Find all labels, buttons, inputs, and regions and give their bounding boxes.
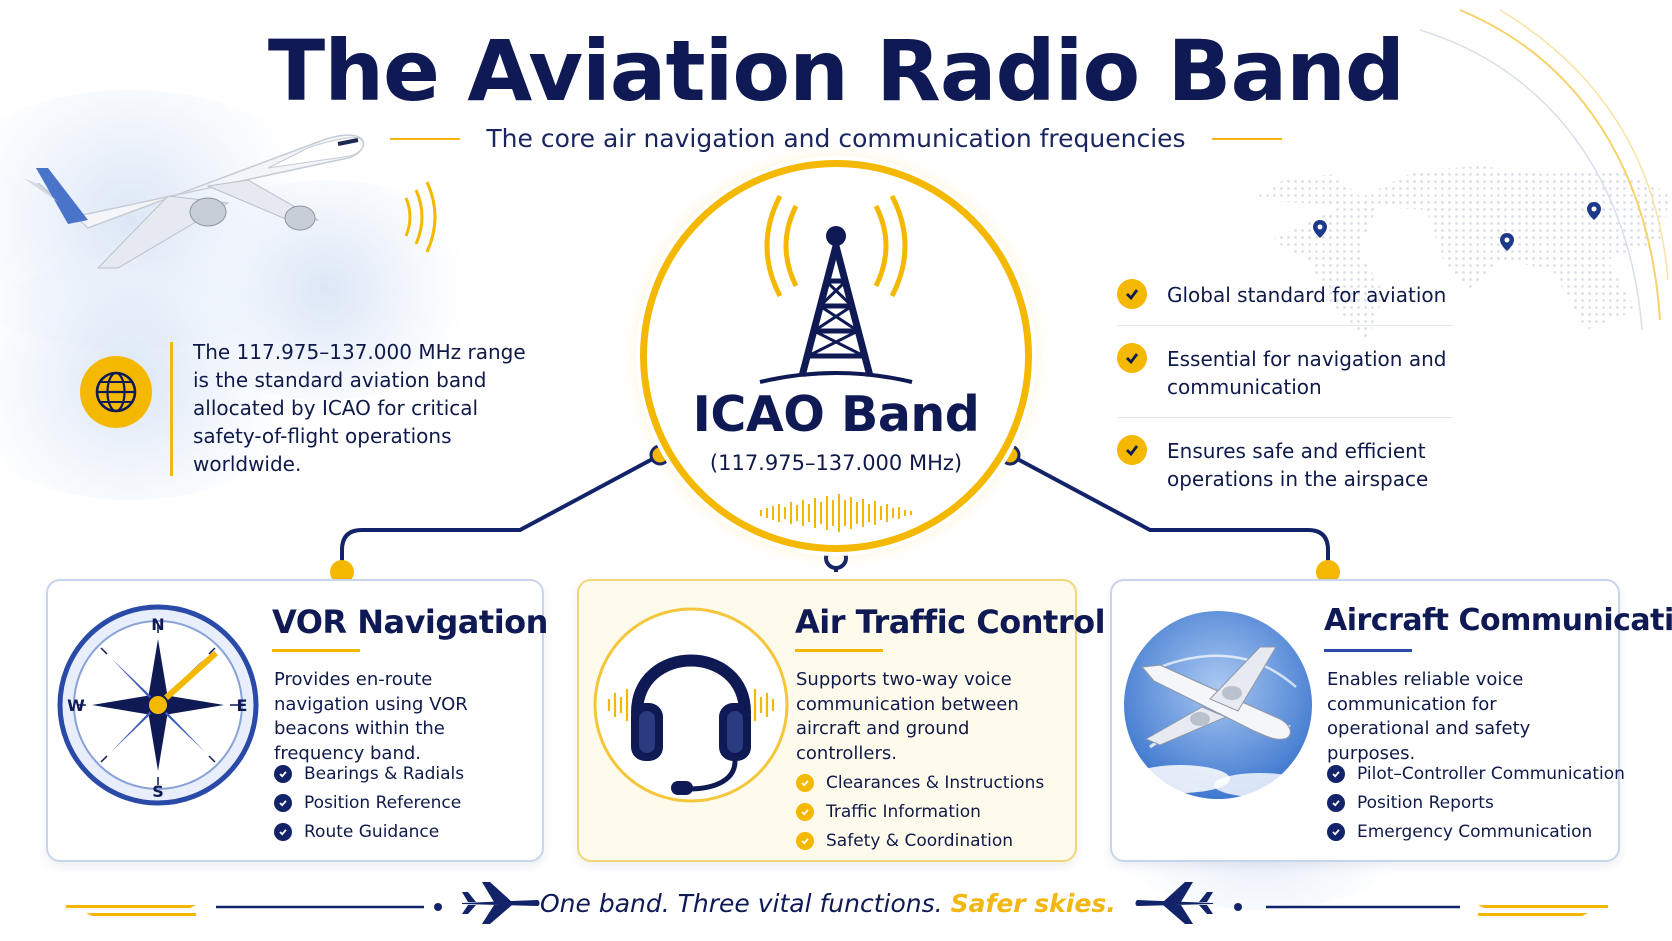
list-item: Position Reference — [274, 788, 464, 817]
checkmark-icon — [1117, 279, 1147, 309]
card-feature-list: Pilot–Controller Communication Position … — [1327, 759, 1625, 846]
tagline-main: One band. Three vital functions. — [540, 889, 943, 918]
card-title-underline — [795, 649, 883, 652]
intro-text: The 117.975–137.000 MHz range is the sta… — [193, 340, 526, 476]
list-item: Traffic Information — [796, 797, 1044, 826]
vor-navigation-card: N S W E VOR Navigation Provides en-route… — [46, 579, 548, 862]
list-item-label: Pilot–Controller Communication — [1357, 763, 1625, 784]
list-item-label: Traffic Information — [826, 801, 981, 822]
location-pin-icon — [1587, 202, 1601, 220]
compass-label-s: S — [152, 782, 164, 801]
list-item: Emergency Communication — [1327, 817, 1625, 846]
arc-decoration — [1420, 9, 1669, 330]
subtitle-row: The core air navigation and communicatio… — [0, 124, 1672, 153]
radio-tower-icon — [759, 194, 913, 384]
list-item-label: Safety & Coordination — [826, 830, 1014, 851]
airplane-icon — [1124, 611, 1312, 799]
hub-frequency-range: (117.975–137.000 MHz) — [709, 451, 963, 475]
list-item: Bearings & Radials — [274, 759, 464, 788]
card-title: Air Traffic Control — [795, 603, 1106, 641]
intro-accent-bar — [170, 342, 173, 476]
page-title: The Aviation Radio Band — [267, 22, 1405, 120]
subtitle-divider — [1211, 137, 1282, 140]
check-icon — [274, 822, 292, 841]
page-subtitle: The core air navigation and communicatio… — [486, 124, 1186, 153]
benefit-text: Essential for navigation and communicati… — [1167, 347, 1447, 399]
list-item: Clearances & Instructions — [796, 768, 1044, 797]
airplane-icon — [1135, 882, 1213, 924]
list-item-label: Clearances & Instructions — [826, 772, 1045, 793]
card-description: Provides en-route navigation using VOR b… — [274, 669, 468, 764]
benefit-text: Ensures safe and efficient operations in… — [1167, 439, 1429, 491]
compass-label-n: N — [151, 615, 164, 634]
list-item: Safety & Coordination — [796, 826, 1044, 855]
tagline-accent: Safer skies. — [950, 889, 1116, 918]
signal-waves-icon — [404, 181, 437, 253]
card-title-underline — [272, 649, 360, 652]
benefit-text: Global standard for aviation — [1167, 283, 1447, 307]
location-pin-icon — [1500, 233, 1514, 251]
compass-label-e: E — [237, 696, 248, 715]
footer-decoration — [66, 903, 1608, 916]
check-icon — [796, 802, 814, 821]
check-icon — [796, 773, 814, 792]
check-icon — [1327, 822, 1345, 841]
tagline: One band. Three vital functions. Safer s… — [540, 889, 1116, 918]
list-item-label: Position Reports — [1357, 792, 1494, 813]
hub-title: ICAO Band — [692, 386, 980, 443]
card-title: Aircraft Communication — [1324, 603, 1672, 638]
aircraft-communication-card: Aircraft Communication Enables reliable … — [1110, 579, 1672, 862]
subtitle-divider — [390, 137, 461, 140]
checkmark-icon — [1117, 343, 1147, 373]
globe-icon — [80, 356, 152, 428]
benefit-item: Essential for navigation and communicati… — [1117, 342, 1453, 418]
card-description: Enables reliable voice communication for… — [1327, 669, 1531, 764]
benefits-list: Global standard for aviation Essential f… — [1117, 278, 1453, 525]
card-feature-list: Bearings & Radials Position Reference Ro… — [274, 759, 464, 846]
list-item: Position Reports — [1327, 788, 1625, 817]
check-icon — [274, 764, 292, 783]
airplane-icon — [462, 882, 540, 924]
list-item-label: Emergency Communication — [1357, 821, 1593, 842]
airplane-icon — [23, 134, 365, 269]
air-traffic-control-card: Air Traffic Control Supports two-way voi… — [577, 579, 1106, 862]
checkmark-icon — [1117, 435, 1147, 465]
list-item: Pilot–Controller Communication — [1327, 759, 1625, 788]
list-item-label: Bearings & Radials — [304, 763, 465, 784]
list-item-label: Position Reference — [304, 792, 462, 813]
card-description: Supports two-way voice communication bet… — [796, 669, 1019, 764]
list-item: Route Guidance — [274, 817, 464, 846]
list-item-label: Route Guidance — [304, 821, 440, 842]
check-icon — [796, 831, 814, 850]
headset-icon — [593, 607, 789, 803]
card-feature-list: Clearances & Instructions Traffic Inform… — [796, 768, 1044, 855]
compass-label-w: W — [67, 696, 85, 715]
check-icon — [1327, 793, 1345, 812]
waveform-icon — [760, 494, 912, 532]
card-title-underline — [1324, 649, 1412, 652]
benefit-item: Global standard for aviation — [1117, 278, 1453, 326]
check-icon — [1327, 764, 1345, 783]
location-pin-icon — [1313, 220, 1327, 238]
card-title: VOR Navigation — [272, 603, 548, 641]
compass-icon: N S W E — [57, 604, 259, 806]
benefit-item: Ensures safe and efficient operations in… — [1117, 434, 1453, 509]
check-icon — [274, 793, 292, 812]
